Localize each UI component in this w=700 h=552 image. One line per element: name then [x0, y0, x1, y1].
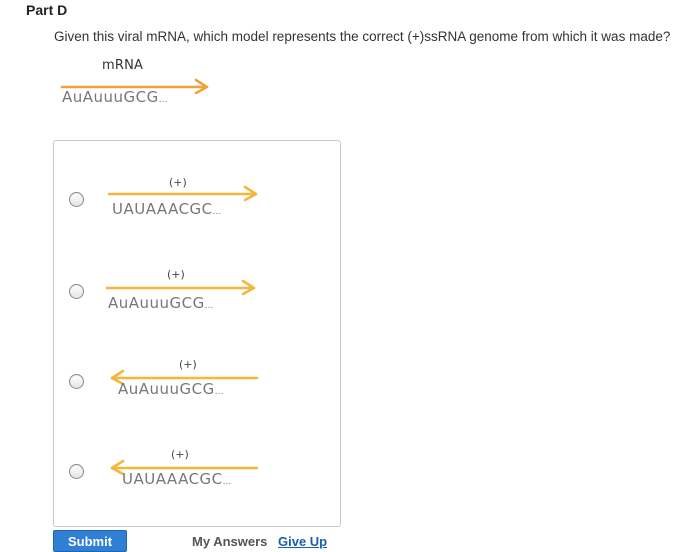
submit-button[interactable]: Submit: [53, 530, 127, 552]
option-4-sequence: UAUAAACGC...: [122, 470, 232, 488]
mrna-sequence: AuAuuuGCG...: [62, 88, 168, 106]
part-title: Part D: [26, 2, 68, 18]
option-3-ellipsis: ...: [214, 387, 224, 397]
question-text: Given this viral mRNA, which model repre…: [54, 29, 671, 44]
option-1-radio[interactable]: [69, 192, 84, 207]
option-3-radio[interactable]: [69, 374, 84, 389]
option-4-ellipsis: ...: [222, 477, 232, 487]
mrna-ellipsis: ...: [158, 95, 168, 105]
option-3-arrow-left-icon: [110, 369, 259, 386]
option-1-arrow-right-icon: [107, 185, 258, 202]
option-2[interactable]: (+) AuAuuuGCG...: [54, 266, 340, 326]
option-2-radio[interactable]: [69, 284, 84, 299]
option-3[interactable]: (+) AuAuuuGCG...: [54, 356, 340, 416]
option-1[interactable]: (+) UAUAAACGC...: [54, 174, 340, 234]
option-3-strand-label: (+): [179, 358, 197, 371]
option-2-sequence: AuAuuuGCG...: [108, 294, 214, 312]
option-4[interactable]: (+) UAUAAACGC...: [54, 446, 340, 506]
mrna-arrow-icon: [60, 78, 209, 95]
give-up-link[interactable]: Give Up: [278, 534, 328, 549]
option-4-strand-label: (+): [171, 448, 189, 461]
option-4-radio[interactable]: [69, 464, 84, 479]
option-3-sequence: AuAuuuGCG...: [118, 380, 224, 398]
option-4-arrow-left-icon: [110, 459, 259, 476]
mrna-figure: mRNA AuAuuuGCG...: [58, 58, 218, 108]
option-1-ellipsis: ...: [212, 207, 222, 217]
option-1-sequence: UAUAAACGC...: [112, 200, 222, 218]
option-2-arrow-right-icon: [105, 279, 256, 296]
answer-actions: Submit My Answers Give Up: [53, 530, 653, 552]
option-1-strand-label: (+): [169, 176, 187, 189]
mrna-label: mRNA: [102, 58, 144, 73]
my-answers-label: My Answers: [192, 534, 268, 549]
option-2-strand-label: (+): [167, 268, 185, 281]
answer-options-panel: (+) UAUAAACGC... (+) AuAuuuGCG... (+) Au…: [53, 140, 341, 527]
option-2-ellipsis: ...: [204, 301, 214, 311]
